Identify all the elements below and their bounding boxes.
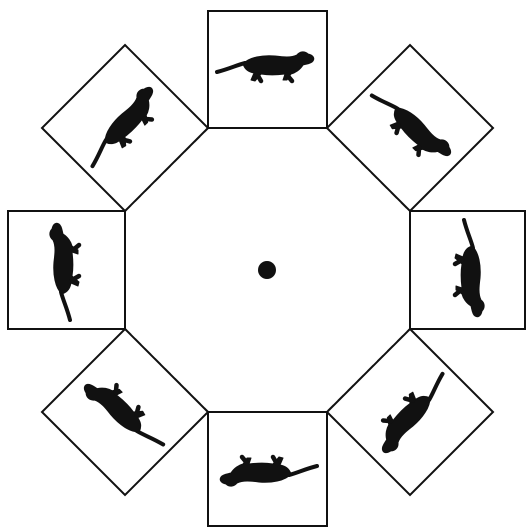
center-dot [258, 261, 276, 279]
frame-top [208, 11, 327, 128]
frame-right [410, 211, 525, 329]
frame-bottom [208, 412, 327, 526]
frame-left [8, 211, 125, 329]
frame-top-left [42, 45, 208, 211]
frame-bottom-right [327, 329, 493, 495]
frame-top-right [327, 45, 493, 211]
frame-bottom-left [42, 329, 208, 495]
